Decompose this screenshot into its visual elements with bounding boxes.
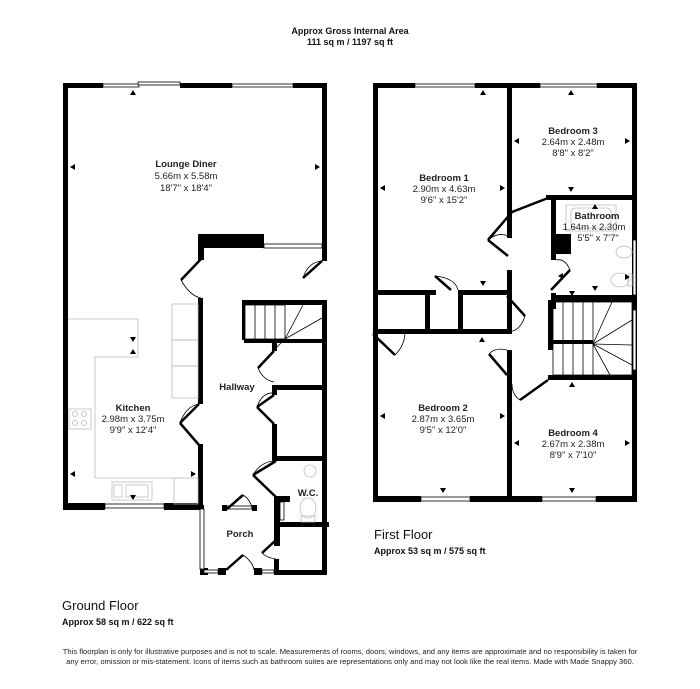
room-name: Bathroom: [575, 211, 620, 222]
first-floor-labels: Bedroom 1 2.90m x 4.63m 9'6" x 15'2" Bed…: [412, 126, 626, 461]
first-floor-doors: [372, 196, 571, 402]
room-metric: 2.87m x 3.65m: [412, 414, 475, 425]
room-name: Lounge Diner: [155, 159, 217, 170]
room-name: Bedroom 3: [548, 126, 598, 137]
first-floor-windows: [414, 83, 637, 502]
ground-floor-dimension-markers: [70, 90, 320, 500]
ground-floor-labels: Lounge Diner 5.66m x 5.58m 18'7" x 18'4"…: [102, 159, 319, 540]
gross-area-value: 111 sq m / 1197 sq ft: [306, 37, 394, 47]
ground-floor-title: Ground Floor: [62, 598, 139, 613]
first-floor-area: Approx 53 sq m / 575 sq ft: [374, 546, 486, 556]
first-floor-stairs: [552, 301, 633, 376]
room-name: Bedroom 2: [418, 403, 468, 414]
ground-floor-stairs: [244, 304, 323, 353]
disclaimer-text: This floorplan is only for illustrative …: [62, 647, 638, 666]
room-name: Hallway: [219, 382, 255, 393]
room-metric: 5.66m x 5.58m: [155, 171, 218, 182]
room-name: W.C.: [298, 488, 319, 499]
first-floor-title: First Floor: [374, 527, 433, 542]
bathroom-fixtures: [565, 204, 633, 288]
ground-floor-windows: [102, 81, 323, 574]
room-imperial: 5'5" x 7'7": [577, 233, 619, 244]
kitchen-fixtures: [68, 303, 317, 523]
room-metric: 2.67m x 2.38m: [542, 439, 605, 450]
room-name: Kitchen: [116, 403, 151, 414]
gross-area-title: Approx Gross Internal Area: [291, 26, 409, 36]
room-imperial: 9'6" x 15'2": [421, 195, 468, 206]
room-imperial: 8'8" x 8'2": [552, 148, 594, 159]
gross-area-header: Approx Gross Internal Area 111 sq m / 11…: [0, 26, 700, 48]
first-floor-dimension-markers: [380, 90, 630, 493]
room-metric: 2.98m x 3.75m: [102, 414, 165, 425]
ground-floor-doors: [179, 257, 323, 571]
room-metric: 2.64m x 2.48m: [542, 137, 605, 148]
room-imperial: 18'7" x 18'4": [160, 183, 212, 194]
room-name: Bedroom 4: [548, 428, 598, 439]
ground-floor-area: Approx 58 sq m / 622 sq ft: [62, 617, 174, 627]
room-imperial: 9'9" x 12'4": [110, 425, 157, 436]
room-metric: 2.90m x 4.63m: [413, 184, 476, 195]
ground-floor-plan: Lounge Diner 5.66m x 5.58m 18'7" x 18'4"…: [63, 81, 329, 575]
room-metric: 1.64m x 2.30m: [563, 222, 626, 233]
room-imperial: 9'5" x 12'0": [420, 425, 467, 436]
room-name: Bedroom 1: [419, 173, 469, 184]
ground-floor-walls: [63, 83, 329, 575]
room-name: Porch: [227, 529, 254, 540]
first-floor-plan: Bedroom 1 2.90m x 4.63m 9'6" x 15'2" Bed…: [372, 83, 637, 502]
room-imperial: 8'9" x 7'10": [550, 450, 597, 461]
